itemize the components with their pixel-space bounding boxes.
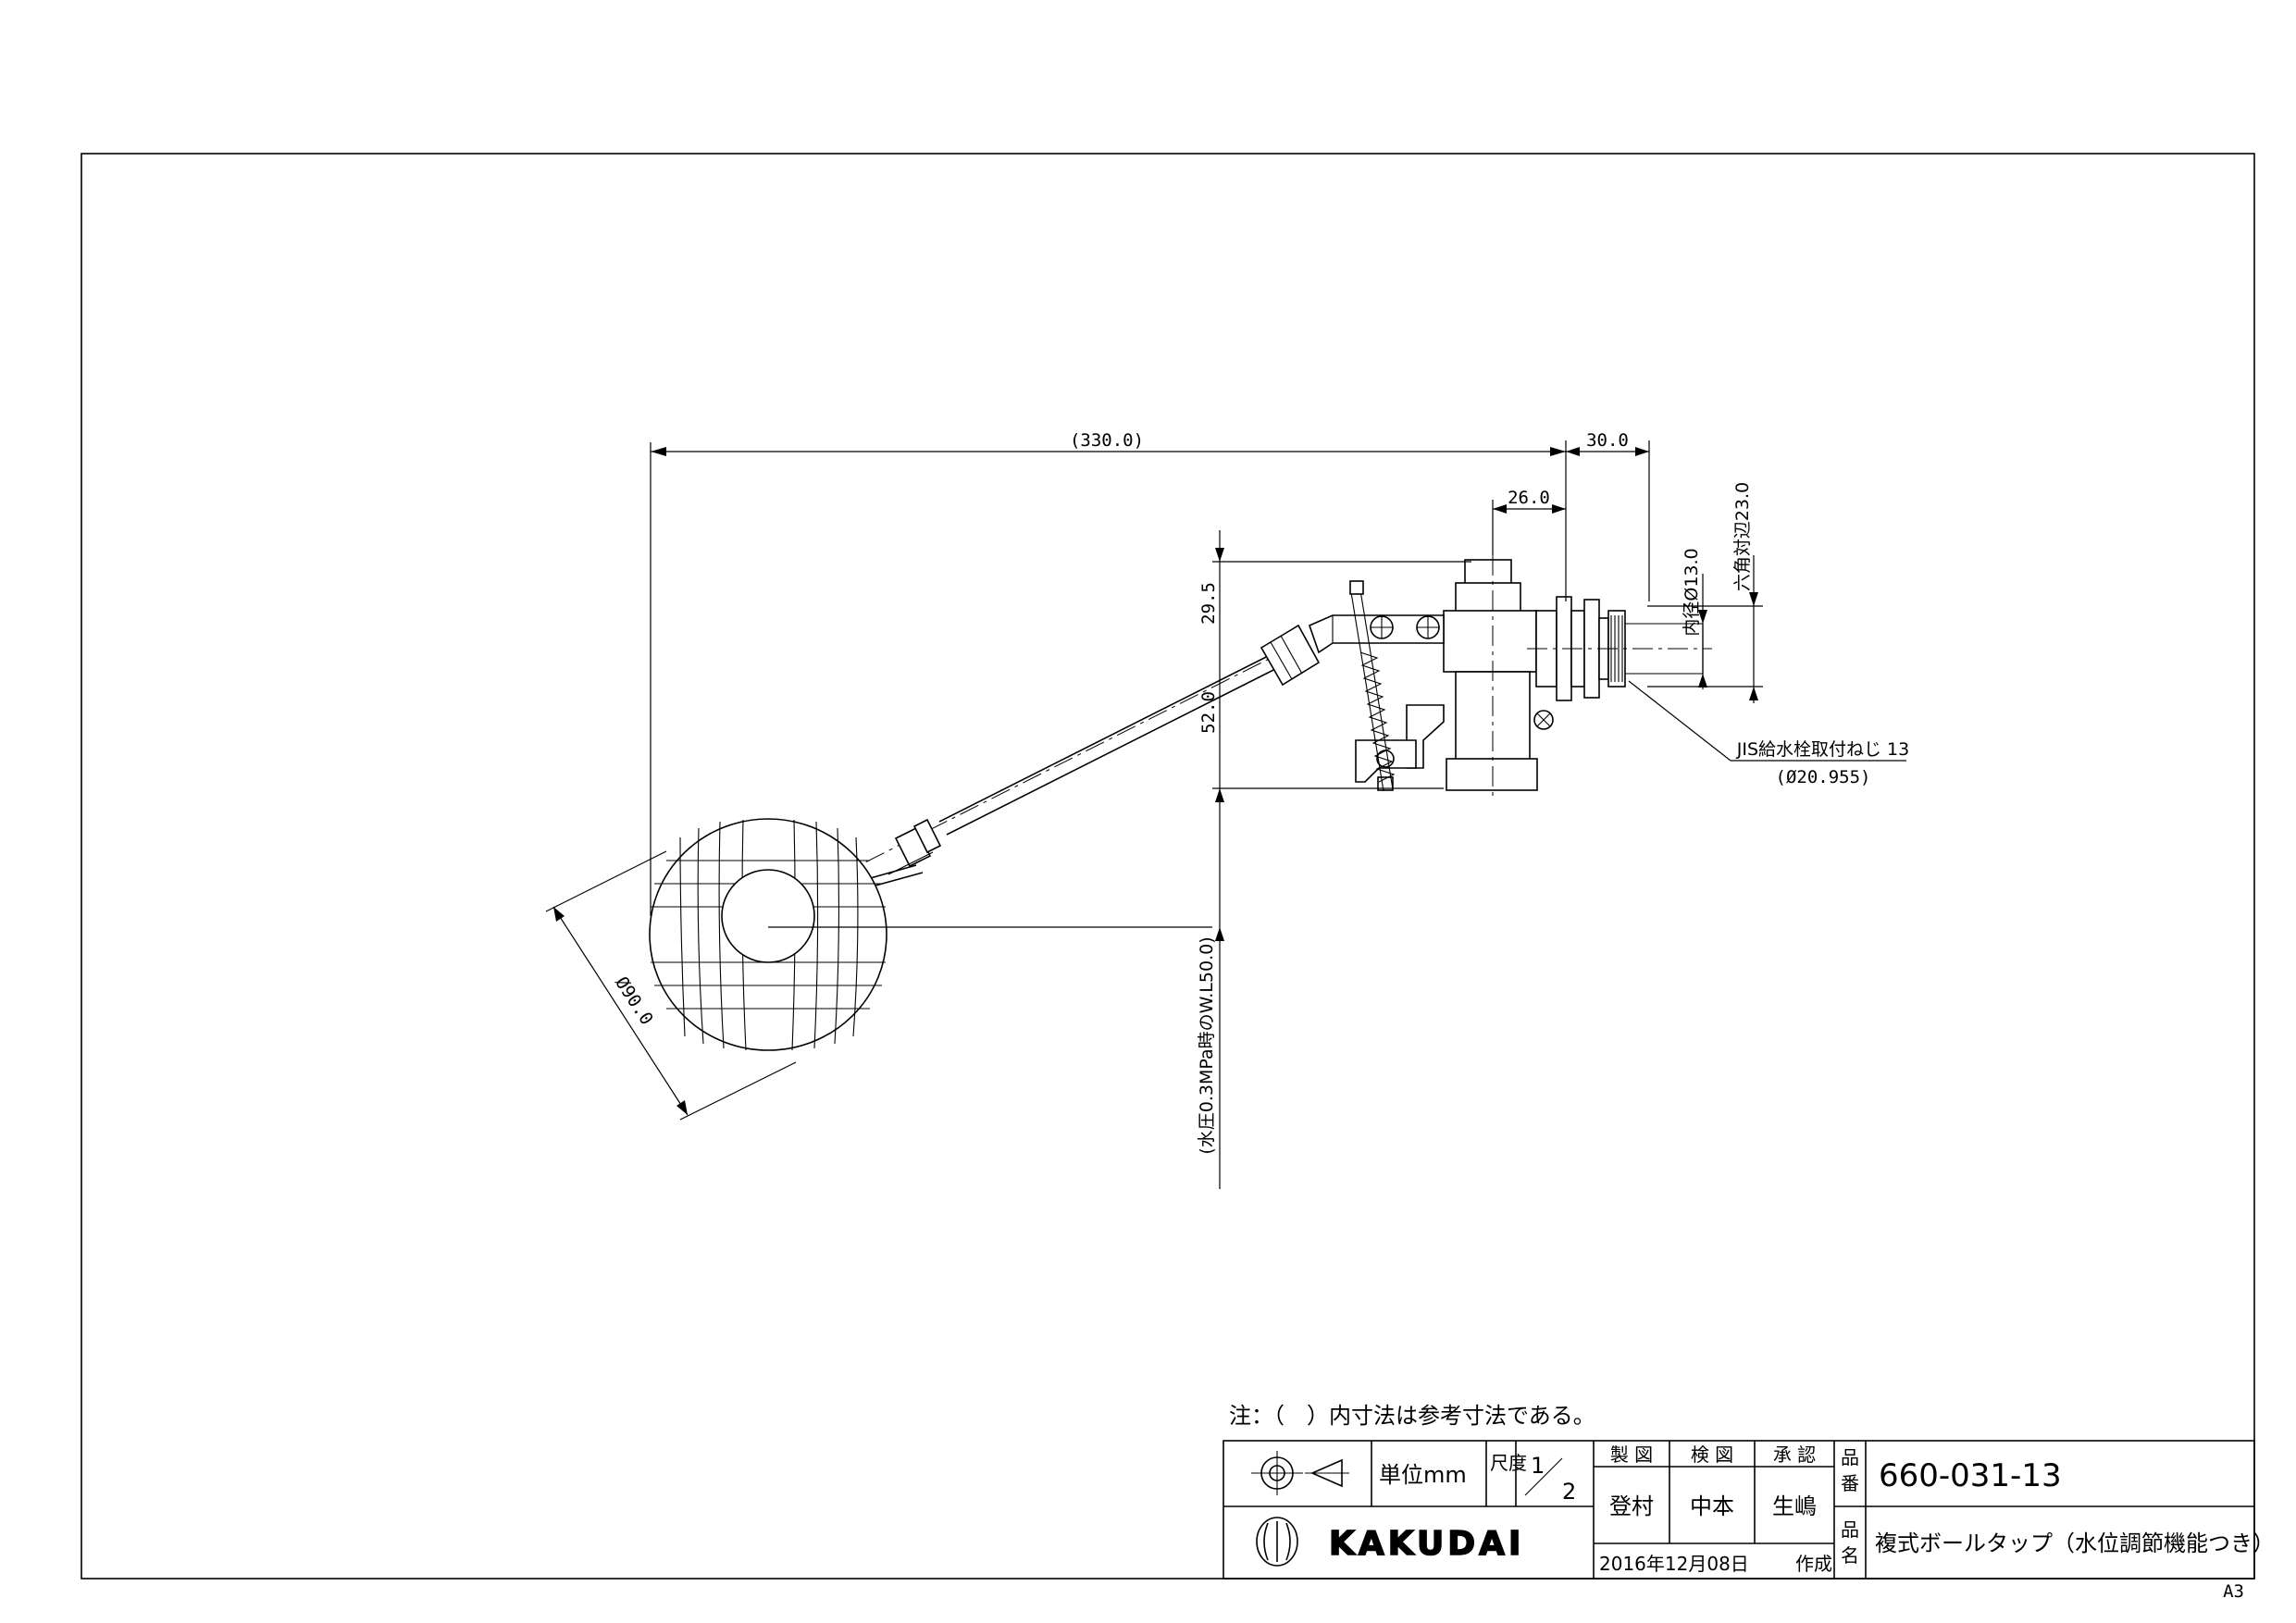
dim-hex-width: 六角対辺23.0: [1732, 482, 1753, 591]
float-ball: [649, 818, 887, 1051]
reference-note: 注：（ ）内寸法は参考寸法である。: [1229, 1403, 1595, 1429]
part-number: 660-031-13: [1879, 1457, 2062, 1494]
part-no-label-bottom: 番: [1841, 1472, 1859, 1494]
float-arm-bottom: [946, 660, 1293, 836]
dim-inner-dia: 内径Ø13.0: [1682, 548, 1702, 636]
adjusting-screw-icon: [1349, 580, 1396, 792]
part-name-label-bottom: 名: [1841, 1544, 1859, 1567]
thread-label: JIS給水栓取付ねじ 13: [1736, 739, 1909, 760]
thread-dia: (Ø20.955): [1776, 767, 1871, 787]
arm-coupling: [1260, 624, 1321, 687]
part-no-label-top: 品: [1841, 1446, 1859, 1468]
lever-assembly: [1309, 614, 1445, 791]
drawn-by: 登村: [1609, 1493, 1654, 1519]
scale-numerator: 1: [1531, 1453, 1545, 1479]
kakudai-logo: KAKUDAI: [1256, 1517, 1524, 1567]
ball-hub: [721, 869, 815, 963]
col-approved: 承 認: [1773, 1443, 1816, 1466]
dim-26: 26.0: [1508, 488, 1550, 508]
scale-denominator: 2: [1562, 1479, 1576, 1505]
col-checked: 検 図: [1691, 1443, 1733, 1466]
col-drawn: 製 図: [1610, 1443, 1653, 1466]
ball-tap-drawing: (330.0) 30.0 26.0 29.5 52.0 内径Ø13.0 六角対辺…: [545, 430, 1909, 1189]
dim-ball-dia: Ø90.0: [611, 973, 657, 1029]
part-name-label-top: 品: [1841, 1518, 1859, 1541]
third-angle-projection-icon: [1251, 1451, 1349, 1495]
title-block: 単位mm 尺度 1 2 製 図 検 図 承 認 登村 中本 生嶋 品 番 品 名…: [1222, 1440, 2275, 1580]
drawing-frame: [81, 153, 2255, 1580]
part-name: 複式ボールタップ（水位調節機能つき）: [1875, 1530, 2275, 1556]
dimension-lines: [545, 440, 1906, 1189]
float-arm-top: [938, 647, 1285, 823]
arm-centerline: [739, 647, 1292, 926]
valve-body: [1443, 555, 1554, 796]
checked-by: 中本: [1690, 1493, 1734, 1519]
ball-fitting: [860, 818, 942, 889]
approved-by: 生嶋: [1772, 1493, 1817, 1519]
paper-size: A3: [2223, 1581, 2244, 1602]
drawing-date: 2016年12月08日: [1599, 1553, 1749, 1575]
created-label: 作成: [1795, 1553, 1832, 1575]
company-name: KAKUDAI: [1329, 1525, 1524, 1563]
dim-29-5: 29.5: [1198, 582, 1219, 625]
dim-30: 30.0: [1586, 430, 1629, 451]
dim-overall-length: (330.0): [1070, 430, 1144, 451]
pressure-note: (水圧0.3MPa時のW.L50.0): [1197, 936, 1217, 1154]
dim-52: 52.0: [1198, 691, 1219, 734]
scale-label: 尺度: [1490, 1452, 1527, 1474]
supply-connection: [1527, 596, 1712, 701]
unit-label: 単位mm: [1379, 1462, 1467, 1488]
